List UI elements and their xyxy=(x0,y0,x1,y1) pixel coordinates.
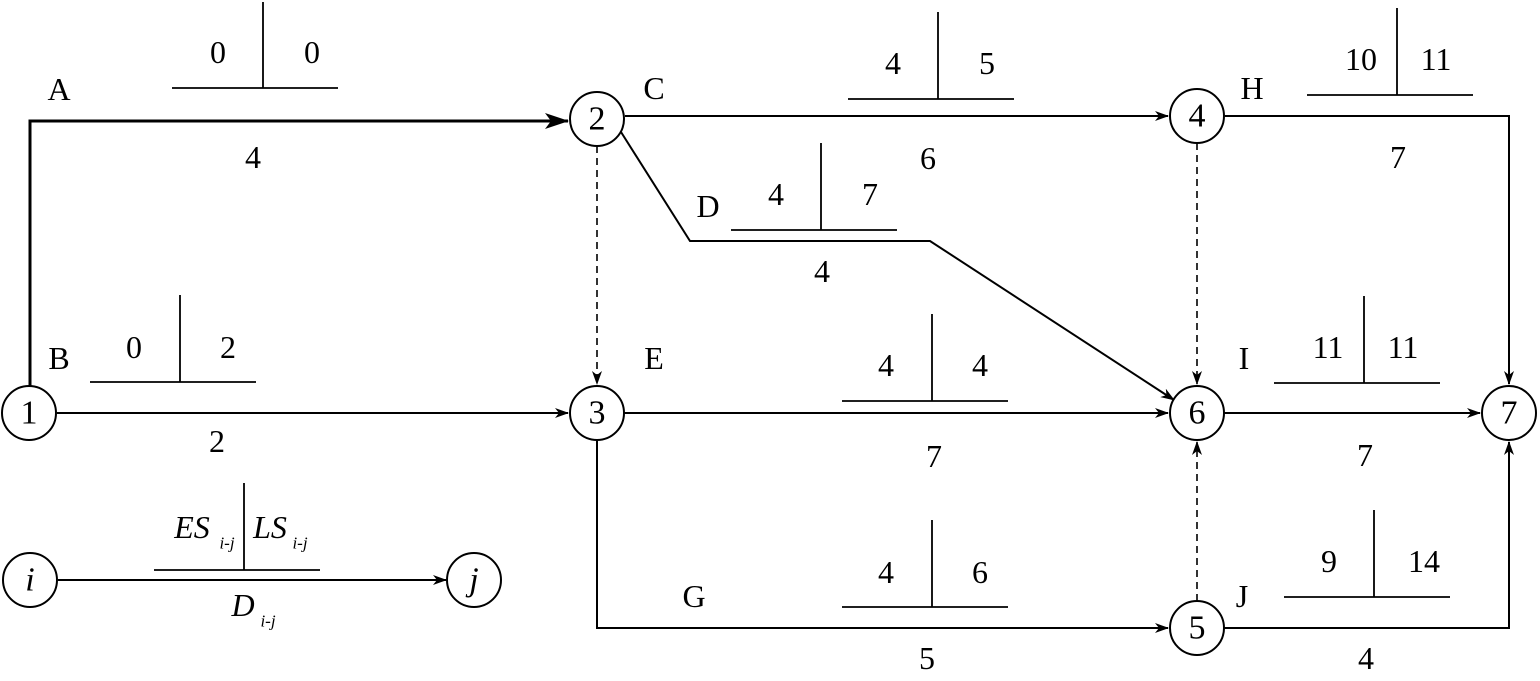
ls-c: 5 xyxy=(979,45,995,81)
duration-c: 6 xyxy=(920,140,936,176)
node-3: 3 xyxy=(569,385,625,441)
legend-ls-subscript: i-j xyxy=(292,534,307,553)
es-c: 4 xyxy=(885,45,901,81)
duration-j: 4 xyxy=(1358,640,1374,676)
legend-node-j-label: j xyxy=(465,562,478,599)
legend-node-j: j xyxy=(446,552,502,608)
node-5-label: 5 xyxy=(1189,610,1206,647)
tmark-h xyxy=(1307,8,1473,96)
activity-name-h: H xyxy=(1240,70,1263,106)
legend-d-subscript: i-j xyxy=(260,612,275,631)
activity-name-b: B xyxy=(48,340,69,376)
arrow-j xyxy=(1223,441,1514,629)
node-7-label: 7 xyxy=(1501,395,1518,432)
tmark-legend xyxy=(154,483,320,571)
arrow-h xyxy=(1225,115,1514,385)
es-h: 10 xyxy=(1345,41,1377,77)
tmark-a xyxy=(172,2,338,89)
tmark-c xyxy=(848,12,1014,100)
es-j: 9 xyxy=(1321,543,1337,579)
tmark-b xyxy=(90,295,256,383)
activity-name-a: A xyxy=(47,71,70,107)
node-4: 4 xyxy=(1169,88,1225,144)
node-1-label: 1 xyxy=(21,395,38,432)
legend-ls-label: LS xyxy=(252,509,287,545)
node-6: 6 xyxy=(1169,385,1225,441)
activity-name-c: C xyxy=(643,70,664,106)
node-3-label: 3 xyxy=(589,395,606,432)
duration-a: 4 xyxy=(245,139,261,175)
ls-j: 14 xyxy=(1408,543,1440,579)
duration-h: 7 xyxy=(1390,139,1406,175)
duration-i: 7 xyxy=(1357,437,1373,473)
node-2: 2 xyxy=(569,91,625,147)
arrow-d xyxy=(620,131,1175,401)
tmark-g xyxy=(842,520,1008,608)
duration-b: 2 xyxy=(209,423,225,459)
es-i: 11 xyxy=(1313,329,1344,365)
tmark-i xyxy=(1274,296,1440,384)
ls-d: 7 xyxy=(862,176,878,212)
ls-i: 11 xyxy=(1388,329,1419,365)
es-e: 4 xyxy=(878,347,894,383)
legend-es-label: ES xyxy=(173,509,210,545)
duration-g: 5 xyxy=(919,640,935,676)
activity-name-d: D xyxy=(696,188,719,224)
es-b: 0 xyxy=(126,329,142,365)
activity-name-j: J xyxy=(1236,578,1248,614)
ls-e: 4 xyxy=(972,347,988,383)
activity-name-i: I xyxy=(1239,340,1250,376)
ls-g: 6 xyxy=(972,554,988,590)
node-6-label: 6 xyxy=(1189,395,1206,432)
arrow-a xyxy=(28,113,569,386)
ls-a: 0 xyxy=(304,34,320,70)
legend-node-i: i xyxy=(2,552,58,608)
node-2-label: 2 xyxy=(589,101,606,138)
tmark-e xyxy=(842,314,1008,402)
es-a: 0 xyxy=(210,34,226,70)
es-g: 4 xyxy=(878,554,894,590)
legend-es-subscript: i-j xyxy=(219,534,234,553)
legend-node-i-label: i xyxy=(25,562,34,599)
ls-h: 11 xyxy=(1421,41,1452,77)
node-1: 1 xyxy=(1,385,57,441)
activity-name-g: G xyxy=(682,578,705,614)
duration-e: 7 xyxy=(926,438,942,474)
activity-name-e: E xyxy=(644,340,664,376)
duration-d: 4 xyxy=(814,253,830,289)
node-5: 5 xyxy=(1169,600,1225,656)
ls-b: 2 xyxy=(220,329,236,365)
tmark-j xyxy=(1284,510,1450,598)
node-4-label: 4 xyxy=(1189,98,1206,135)
es-d: 4 xyxy=(768,176,784,212)
arrow-g xyxy=(596,441,1169,633)
node-7: 7 xyxy=(1481,385,1537,441)
tmark-d xyxy=(731,143,897,231)
legend-d-label: D xyxy=(230,587,254,623)
